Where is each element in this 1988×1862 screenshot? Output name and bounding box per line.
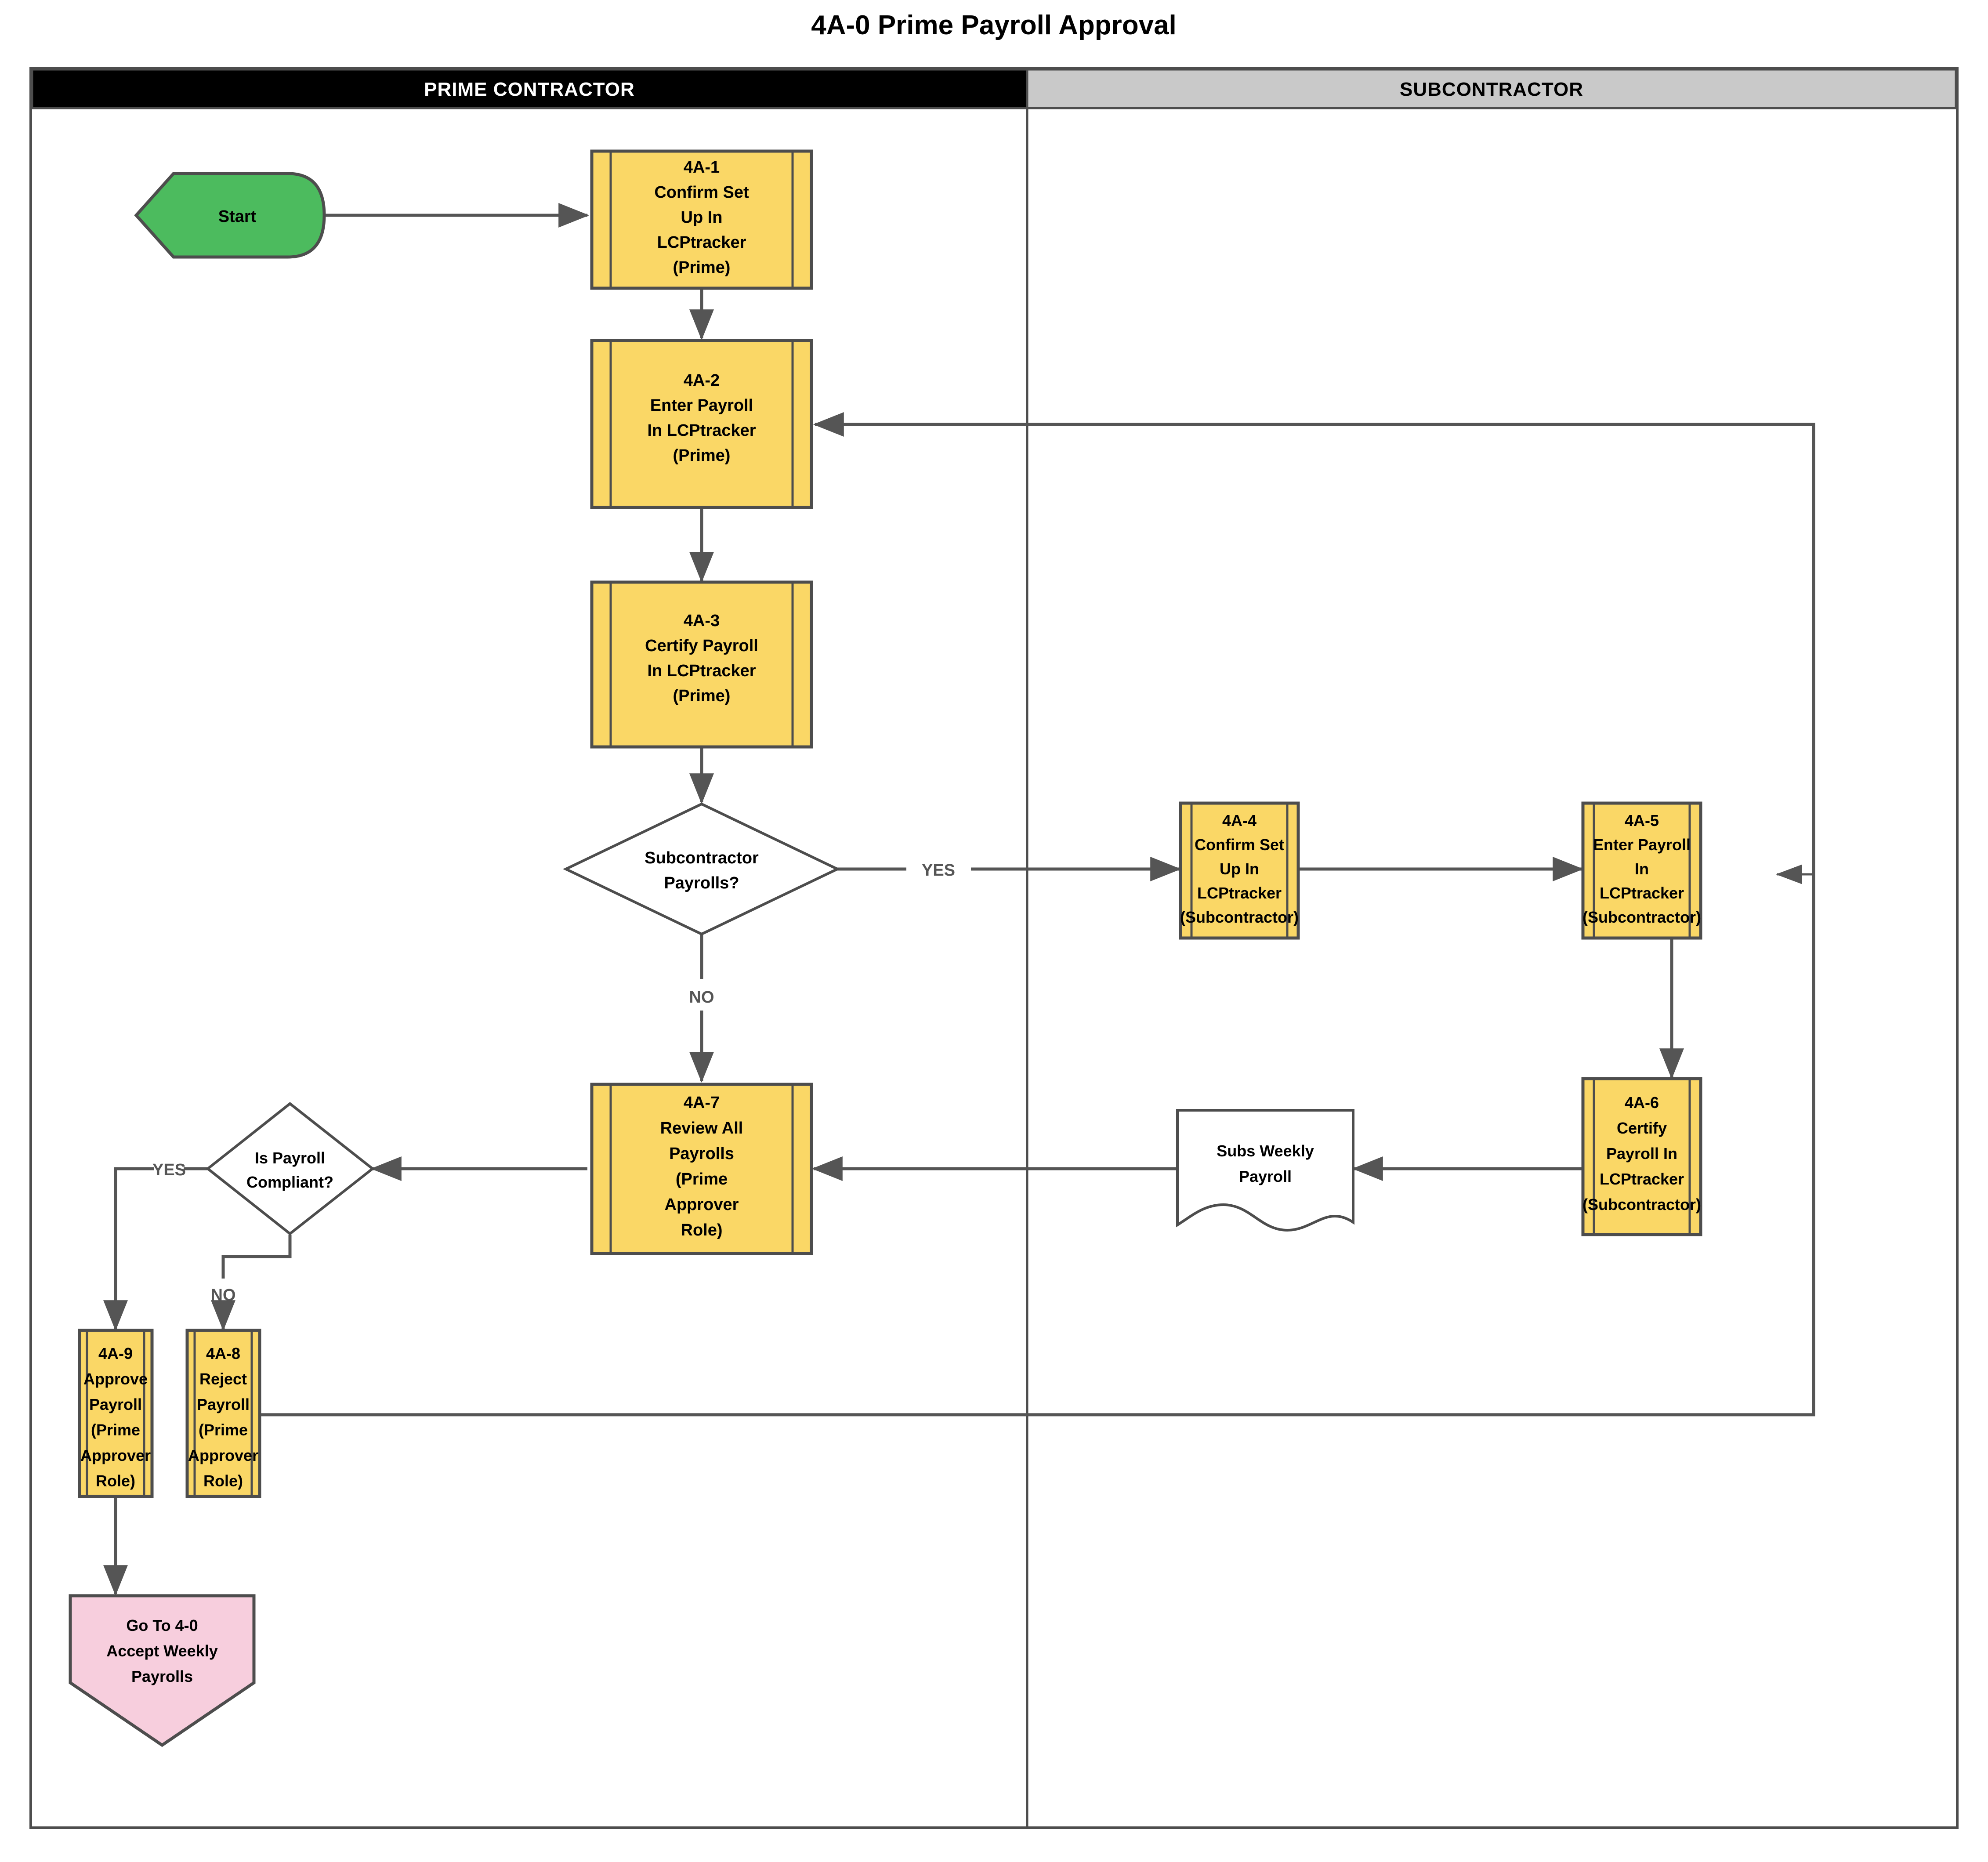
node-4a3-line2: In LCPtracker [647, 662, 756, 680]
node-4a8-line5: Role) [203, 1472, 243, 1490]
edge-label-decision2-no: NO [211, 1286, 236, 1304]
node-4a7-line2: Payrolls [669, 1145, 734, 1163]
diagram-title: 4A-0 Prime Payroll Approval [811, 10, 1177, 40]
edge-decision2-yes-to-4a9 [103, 1167, 154, 1331]
lane-header-sub-bg [1026, 68, 1957, 109]
node-4a9[interactable]: 4A-9 Approve Payroll (Prime Approver Rol… [78, 1329, 154, 1498]
node-4a6-line1: Certify [1617, 1119, 1667, 1137]
node-4a7-line1: Review All [660, 1119, 743, 1137]
node-4a2-line2: In LCPtracker [647, 421, 756, 440]
node-goto-line1: Go To 4-0 [126, 1616, 198, 1634]
node-4a9-line1: Approve [83, 1370, 148, 1388]
node-4a7-line4: Approver [665, 1195, 739, 1214]
node-4a4-line2: Up In [1220, 860, 1259, 878]
lane-header-prime-label: PRIME CONTRACTOR [424, 79, 635, 100]
edge-label-decision2-yes: YES [152, 1161, 186, 1179]
node-4a1-line4: (Prime) [673, 258, 731, 277]
node-4a7-line5: Role) [681, 1221, 723, 1239]
edge-decision2-no-seg1 [221, 1235, 292, 1279]
node-4a9-line4: Approver [80, 1446, 151, 1464]
node-4a6-line4: (Subcontractor) [1582, 1195, 1701, 1214]
node-subs-weekly-payroll-document[interactable]: Subs Weekly Payroll [1176, 1109, 1354, 1232]
node-4a4-line3: LCPtracker [1197, 884, 1282, 902]
node-4a1-id: 4A-1 [684, 158, 720, 177]
node-4a4-line4: (Subcontractor) [1180, 908, 1299, 926]
node-decision1-line1: Subcontractor [645, 849, 759, 867]
lane-header-sub-label: SUBCONTRACTOR [1400, 79, 1583, 100]
node-4a6[interactable]: 4A-6 Certify Payroll In LCPtracker (Subc… [1581, 1077, 1702, 1236]
node-4a5-line2: In [1635, 860, 1649, 878]
node-4a9-line5: Role) [96, 1472, 135, 1490]
edge-label-decision1-no: NO [689, 988, 714, 1007]
node-goto-line2: Accept Weekly [106, 1642, 217, 1660]
node-4a7-id: 4A-7 [684, 1094, 720, 1112]
node-4a3[interactable]: 4A-3 Certify Payroll In LCPtracker (Prim… [590, 580, 813, 749]
node-4a1[interactable]: 4A-1 Confirm Set Up In LCPtracker (Prime… [590, 149, 813, 290]
node-4a3-id: 4A-3 [684, 612, 720, 630]
node-4a1-line3: LCPtracker [657, 233, 746, 252]
node-4a2-line1: Enter Payroll [650, 396, 753, 415]
node-decision2-line2: Compliant? [246, 1173, 333, 1191]
node-4a5-id: 4A-5 [1625, 811, 1659, 830]
node-4a7[interactable]: 4A-7 Review All Payrolls (Prime Approver… [590, 1083, 813, 1255]
node-4a4-id: 4A-4 [1222, 811, 1257, 830]
node-4a6-line3: LCPtracker [1600, 1170, 1684, 1188]
node-4a4-line1: Confirm Set [1195, 836, 1284, 854]
node-decision2-line1: Is Payroll [255, 1149, 325, 1167]
node-start-label: Start [218, 207, 257, 226]
node-4a7-line3: (Prime [676, 1170, 728, 1188]
node-document-line2: Payroll [1239, 1167, 1292, 1185]
node-decision-subcontractor-payrolls[interactable]: Subcontractor Payrolls? [563, 802, 840, 936]
edge-4a8-loopback-to-4a2 [259, 412, 1815, 1416]
node-4a8-line4: Approver [188, 1446, 258, 1464]
node-goto-4-0[interactable]: Go To 4-0 Accept Weekly Payrolls [69, 1594, 256, 1747]
node-4a8[interactable]: 4A-8 Reject Payroll (Prime Approver Role… [185, 1329, 261, 1498]
node-4a1-line2: Up In [681, 208, 723, 227]
node-4a6-line2: Payroll In [1606, 1145, 1677, 1163]
edge-label-decision1-yes: YES [922, 861, 955, 880]
node-document-line1: Subs Weekly [1217, 1142, 1314, 1160]
node-4a3-line1: Certify Payroll [645, 637, 758, 655]
node-4a6-id: 4A-6 [1625, 1094, 1659, 1112]
node-4a8-line2: Payroll [197, 1395, 250, 1413]
node-4a5-line1: Enter Payroll [1593, 836, 1691, 854]
node-4a5-line4: (Subcontractor) [1582, 908, 1701, 926]
node-4a2-line3: (Prime) [673, 446, 731, 465]
node-decision1-line2: Payrolls? [664, 874, 739, 892]
node-4a9-line3: (Prime [91, 1421, 140, 1439]
node-4a9-line2: Payroll [89, 1395, 142, 1413]
node-4a1-line1: Confirm Set [654, 183, 749, 202]
node-decision-is-payroll-compliant[interactable]: Is Payroll Compliant? [206, 1102, 375, 1235]
node-start[interactable]: Start [134, 172, 326, 259]
node-4a4[interactable]: 4A-4 Confirm Set Up In LCPtracker (Subco… [1179, 801, 1300, 940]
node-4a2[interactable]: 4A-2 Enter Payroll In LCPtracker (Prime) [590, 339, 813, 509]
node-4a3-line3: (Prime) [673, 687, 731, 705]
node-4a5[interactable]: 4A-5 Enter Payroll In LCPtracker (Subcon… [1581, 801, 1702, 940]
node-4a9-id: 4A-9 [98, 1344, 133, 1362]
node-4a2-id: 4A-2 [684, 371, 720, 390]
node-4a5-line3: LCPtracker [1600, 884, 1684, 902]
node-4a8-id: 4A-8 [206, 1344, 240, 1362]
node-4a8-line3: (Prime [199, 1421, 248, 1439]
node-4a8-line1: Reject [199, 1370, 247, 1388]
lane-header-prime-bg [31, 68, 1028, 109]
diagram-frame [29, 67, 1959, 1829]
node-goto-line3: Payrolls [131, 1667, 193, 1685]
